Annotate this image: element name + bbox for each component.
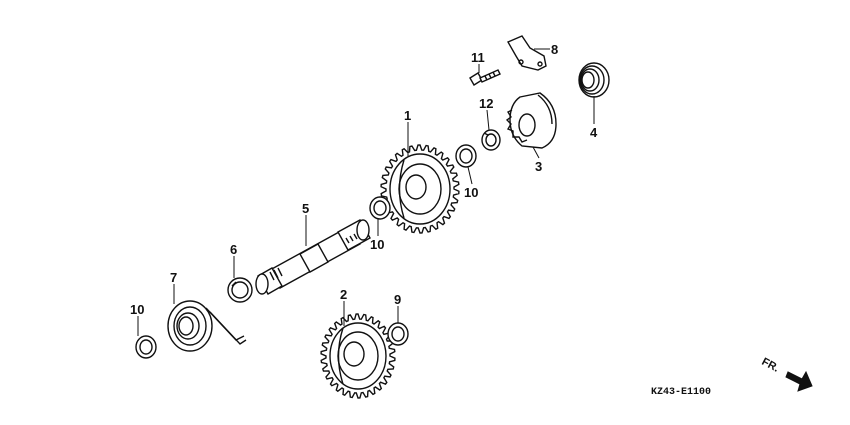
part-12-circlip bbox=[481, 129, 501, 151]
callout-6: 6 bbox=[230, 242, 237, 257]
front-direction-indicator: FR. bbox=[760, 356, 813, 392]
front-direction-label: FR. bbox=[760, 356, 781, 375]
part-10-washer-c bbox=[455, 144, 477, 168]
leader-lines bbox=[137, 48, 595, 336]
callout-12: 12 bbox=[479, 96, 493, 111]
part-2-gear bbox=[320, 313, 396, 399]
part-4-spring bbox=[578, 62, 610, 98]
part-10-washer-a bbox=[135, 335, 157, 359]
callout-4: 4 bbox=[590, 125, 598, 140]
part-1-gear bbox=[380, 144, 460, 234]
callout-2: 2 bbox=[340, 287, 347, 302]
callout-3: 3 bbox=[535, 159, 542, 174]
callout-7: 7 bbox=[170, 270, 177, 285]
callout-10-right: 10 bbox=[464, 185, 478, 200]
part-10-washer-b bbox=[369, 196, 391, 220]
callout-8: 8 bbox=[551, 42, 558, 57]
part-6-circlip bbox=[227, 277, 253, 303]
callout-5: 5 bbox=[302, 201, 309, 216]
part-5-shaft bbox=[255, 219, 371, 295]
part-11-bolt bbox=[469, 69, 501, 86]
part-8-bracket bbox=[507, 35, 547, 71]
callout-10-left: 10 bbox=[130, 302, 144, 317]
part-7-spring bbox=[167, 300, 247, 352]
callout-10-middle: 10 bbox=[370, 237, 384, 252]
callout-11: 11 bbox=[471, 50, 485, 65]
part-3-ratchet bbox=[505, 92, 557, 149]
front-arrow-icon bbox=[785, 370, 813, 392]
callout-9: 9 bbox=[394, 292, 401, 307]
callout-1: 1 bbox=[404, 108, 411, 123]
diagram-code: KZ43-E1100 bbox=[651, 387, 711, 398]
part-9-washer bbox=[387, 322, 409, 346]
